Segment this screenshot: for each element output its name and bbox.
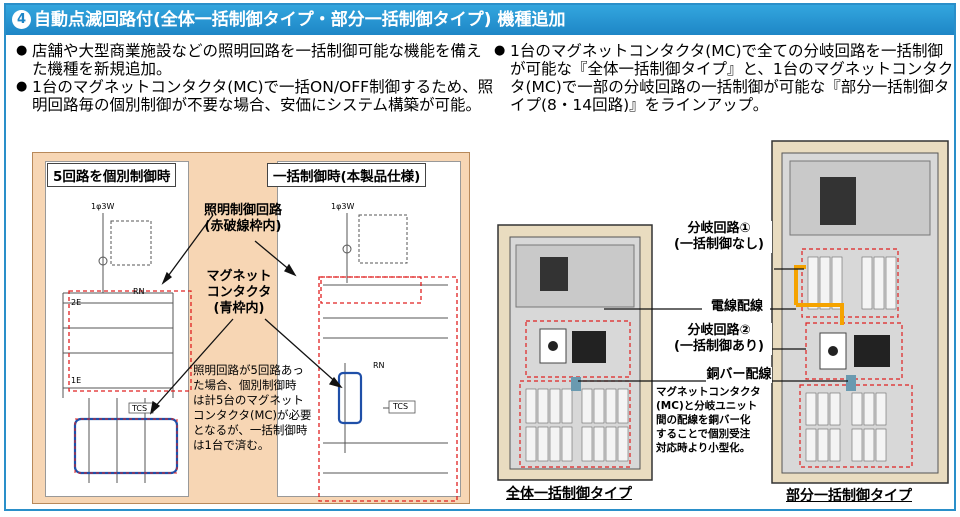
right-bullet-list: 1台のマグネットコンタクタ(MC)で全ての分岐回路を一括制御が可能な『全体一括制… [494,42,954,114]
e1-label: 1E [71,376,82,385]
lighting-circuit-label: 照明制御回路 (赤破線枠内) [203,203,282,234]
right-blue-mc-box [337,371,363,425]
rn-label-left: RN [133,287,145,296]
left-bullet-list: 店舗や大型商業施設などの照明回路を一括制御可能な機能を備えた機種を新規追加。 1… [16,42,494,114]
caption-partial-bulk: 部分一括制御タイプ [786,488,912,504]
partial-bulk-cabinet [771,140,949,484]
title-text: 自動点滅回路付(全体一括制御タイプ・部分一括制御タイプ) 機種追加 [34,10,566,30]
busbar-note: マグネットコンタクタ (MC)と分岐ユニット 間の配線を銅バー化 することで個別… [656,386,761,454]
full-bulk-cabinet [497,224,653,481]
callout-branch-circuit-1: 分岐回路① (一括制御なし) [666,221,772,253]
title-number: 4 [12,10,31,29]
circuit-diagrams [62,213,458,502]
circuit-comparison-area: 5回路を個別制御時 一括制御時(本製品仕様) [32,152,470,504]
right-red-dashed-box [318,276,458,502]
individual-control-title: 5回路を個別制御時 [47,163,177,187]
panelboard-illustrations [497,140,949,484]
right-bullet-1: 1台のマグネットコンタクタ(MC)で全ての分岐回路を一括制御が可能な『全体一括制… [494,42,954,114]
caption-full-bulk: 全体一括制御タイプ [506,486,632,502]
callout-busbar: 銅バー配線 [706,367,772,383]
rn-label-right: RN [373,361,385,370]
phase-label-left: 1φ3W [91,202,115,211]
bulk-control-panel [277,161,461,497]
individual-vs-bulk-note: 照明回路が5回路あっ た場合、個別制御時 は計5台のマグネット コンタクタ(MC… [193,363,312,452]
callout-wire: 電線配線 [704,299,770,315]
phase-label-right: 1φ3W [331,202,355,211]
e2-label: 2E [71,298,82,307]
left-bullet-1: 店舗や大型商業施設などの照明回路を一括制御可能な機能を備えた機種を新規追加。 [16,42,494,78]
left-bullet-2: 1台のマグネットコンタクタ(MC)で一括ON/OFF制御するため、照明回路毎の個… [16,78,494,114]
tcs-label-right: TCS [393,402,409,411]
bulk-control-title: 一括制御時(本製品仕様) [267,163,427,187]
callout-branch-circuit-2: 分岐回路② (一括制御あり) [666,323,772,355]
tcs-label-left: TCS [132,404,148,413]
mc-label: マグネット コンタクタ (青枠内) [206,269,272,316]
left-red-dashed-box [68,290,192,392]
